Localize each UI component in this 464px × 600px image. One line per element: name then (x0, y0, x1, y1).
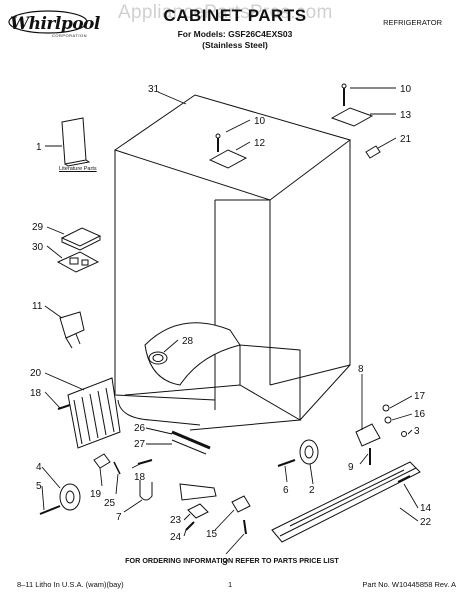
callout-3-right: 3 (414, 426, 420, 437)
right-hinge-part (330, 83, 374, 127)
literature-book-part (61, 117, 91, 167)
callout-19: 19 (90, 489, 102, 500)
callout-5: 5 (36, 481, 42, 492)
page-title: CABINET PARTS (163, 6, 307, 25)
drain-plug-part (148, 351, 168, 365)
logo-swirl (8, 10, 88, 34)
wheel-part (299, 439, 319, 465)
callout-9: 9 (348, 462, 354, 473)
callout-27: 27 (134, 439, 146, 450)
callout-23: 23 (170, 515, 182, 526)
callout-20: 20 (30, 368, 42, 379)
callout-7: 7 (116, 512, 122, 523)
model-variant: (Stainless Steel) (202, 40, 268, 50)
condenser-part (67, 377, 121, 449)
callout-16: 16 (414, 409, 426, 420)
callout-21: 21 (400, 134, 412, 145)
callout-10-right: 10 (400, 84, 412, 95)
callout-10: 10 (254, 116, 266, 127)
callout-6: 6 (283, 485, 289, 496)
top-hinge-part (208, 133, 248, 169)
leveler-parts (355, 404, 407, 465)
grille-screw-part (397, 475, 411, 483)
ordering-note: FOR ORDERING INFORMATION REFER TO PARTS … (125, 556, 339, 565)
callout-29: 29 (32, 222, 44, 233)
water-valve-part (59, 311, 85, 349)
model-line: For Models: GSF26C4EXS03 (177, 29, 293, 39)
callout-11: 11 (32, 301, 43, 312)
callout-14: 14 (420, 503, 432, 514)
small-hardware-parts (93, 453, 153, 501)
printing-info: 8–11 Litho In U.S.A. (wam)(bay) (17, 580, 124, 589)
hinge-cover-part (365, 145, 381, 159)
bottom-bracket-parts (185, 495, 251, 535)
drain-tube-part (171, 430, 211, 455)
callout-2: 2 (309, 485, 315, 496)
model-info: For Models: GSF26C4EXS03 (Stainless Stee… (150, 29, 320, 51)
control-board-part (56, 251, 100, 273)
base-grille-part (271, 461, 421, 543)
callout-30: 30 (32, 242, 44, 253)
left-wheel-part (39, 483, 81, 515)
callout-12: 12 (254, 138, 266, 149)
category-label: REFRIGERATOR (383, 18, 442, 27)
callout-18: 18 (30, 388, 42, 399)
callout-25: 25 (104, 498, 116, 509)
callout-18-lower: 18 (134, 472, 146, 483)
callout-15: 15 (206, 529, 218, 540)
wheel-screw-part (277, 459, 296, 467)
callout-24: 24 (170, 532, 182, 543)
screw-part (57, 404, 71, 410)
callout-13: 13 (400, 110, 412, 121)
callout-1: 1 (36, 142, 42, 153)
callout-4: 4 (36, 462, 42, 473)
callout-26: 26 (134, 423, 146, 434)
callout-8: 8 (358, 364, 364, 375)
callout-28: 28 (182, 336, 194, 347)
leader-lines (41, 87, 419, 555)
whirlpool-logo: Whirlpool CORPORATION (8, 10, 100, 40)
literature-parts-label: Literature Parts (59, 166, 97, 172)
callout-31: 31 (148, 84, 160, 95)
callout-3-lower: 3 (222, 557, 228, 568)
callout-22: 22 (420, 517, 432, 528)
control-cover-part (60, 227, 102, 251)
callout-17: 17 (414, 391, 426, 402)
watermark: AppliancePartsPros.com (118, 2, 333, 23)
part-number: Part No. W10445858 Rev. A (362, 580, 456, 589)
brand-subtitle: CORPORATION (52, 33, 87, 38)
front-panel-part (179, 483, 217, 501)
page-number: 1 (228, 580, 233, 589)
brand-name: Whirlpool (10, 14, 100, 34)
